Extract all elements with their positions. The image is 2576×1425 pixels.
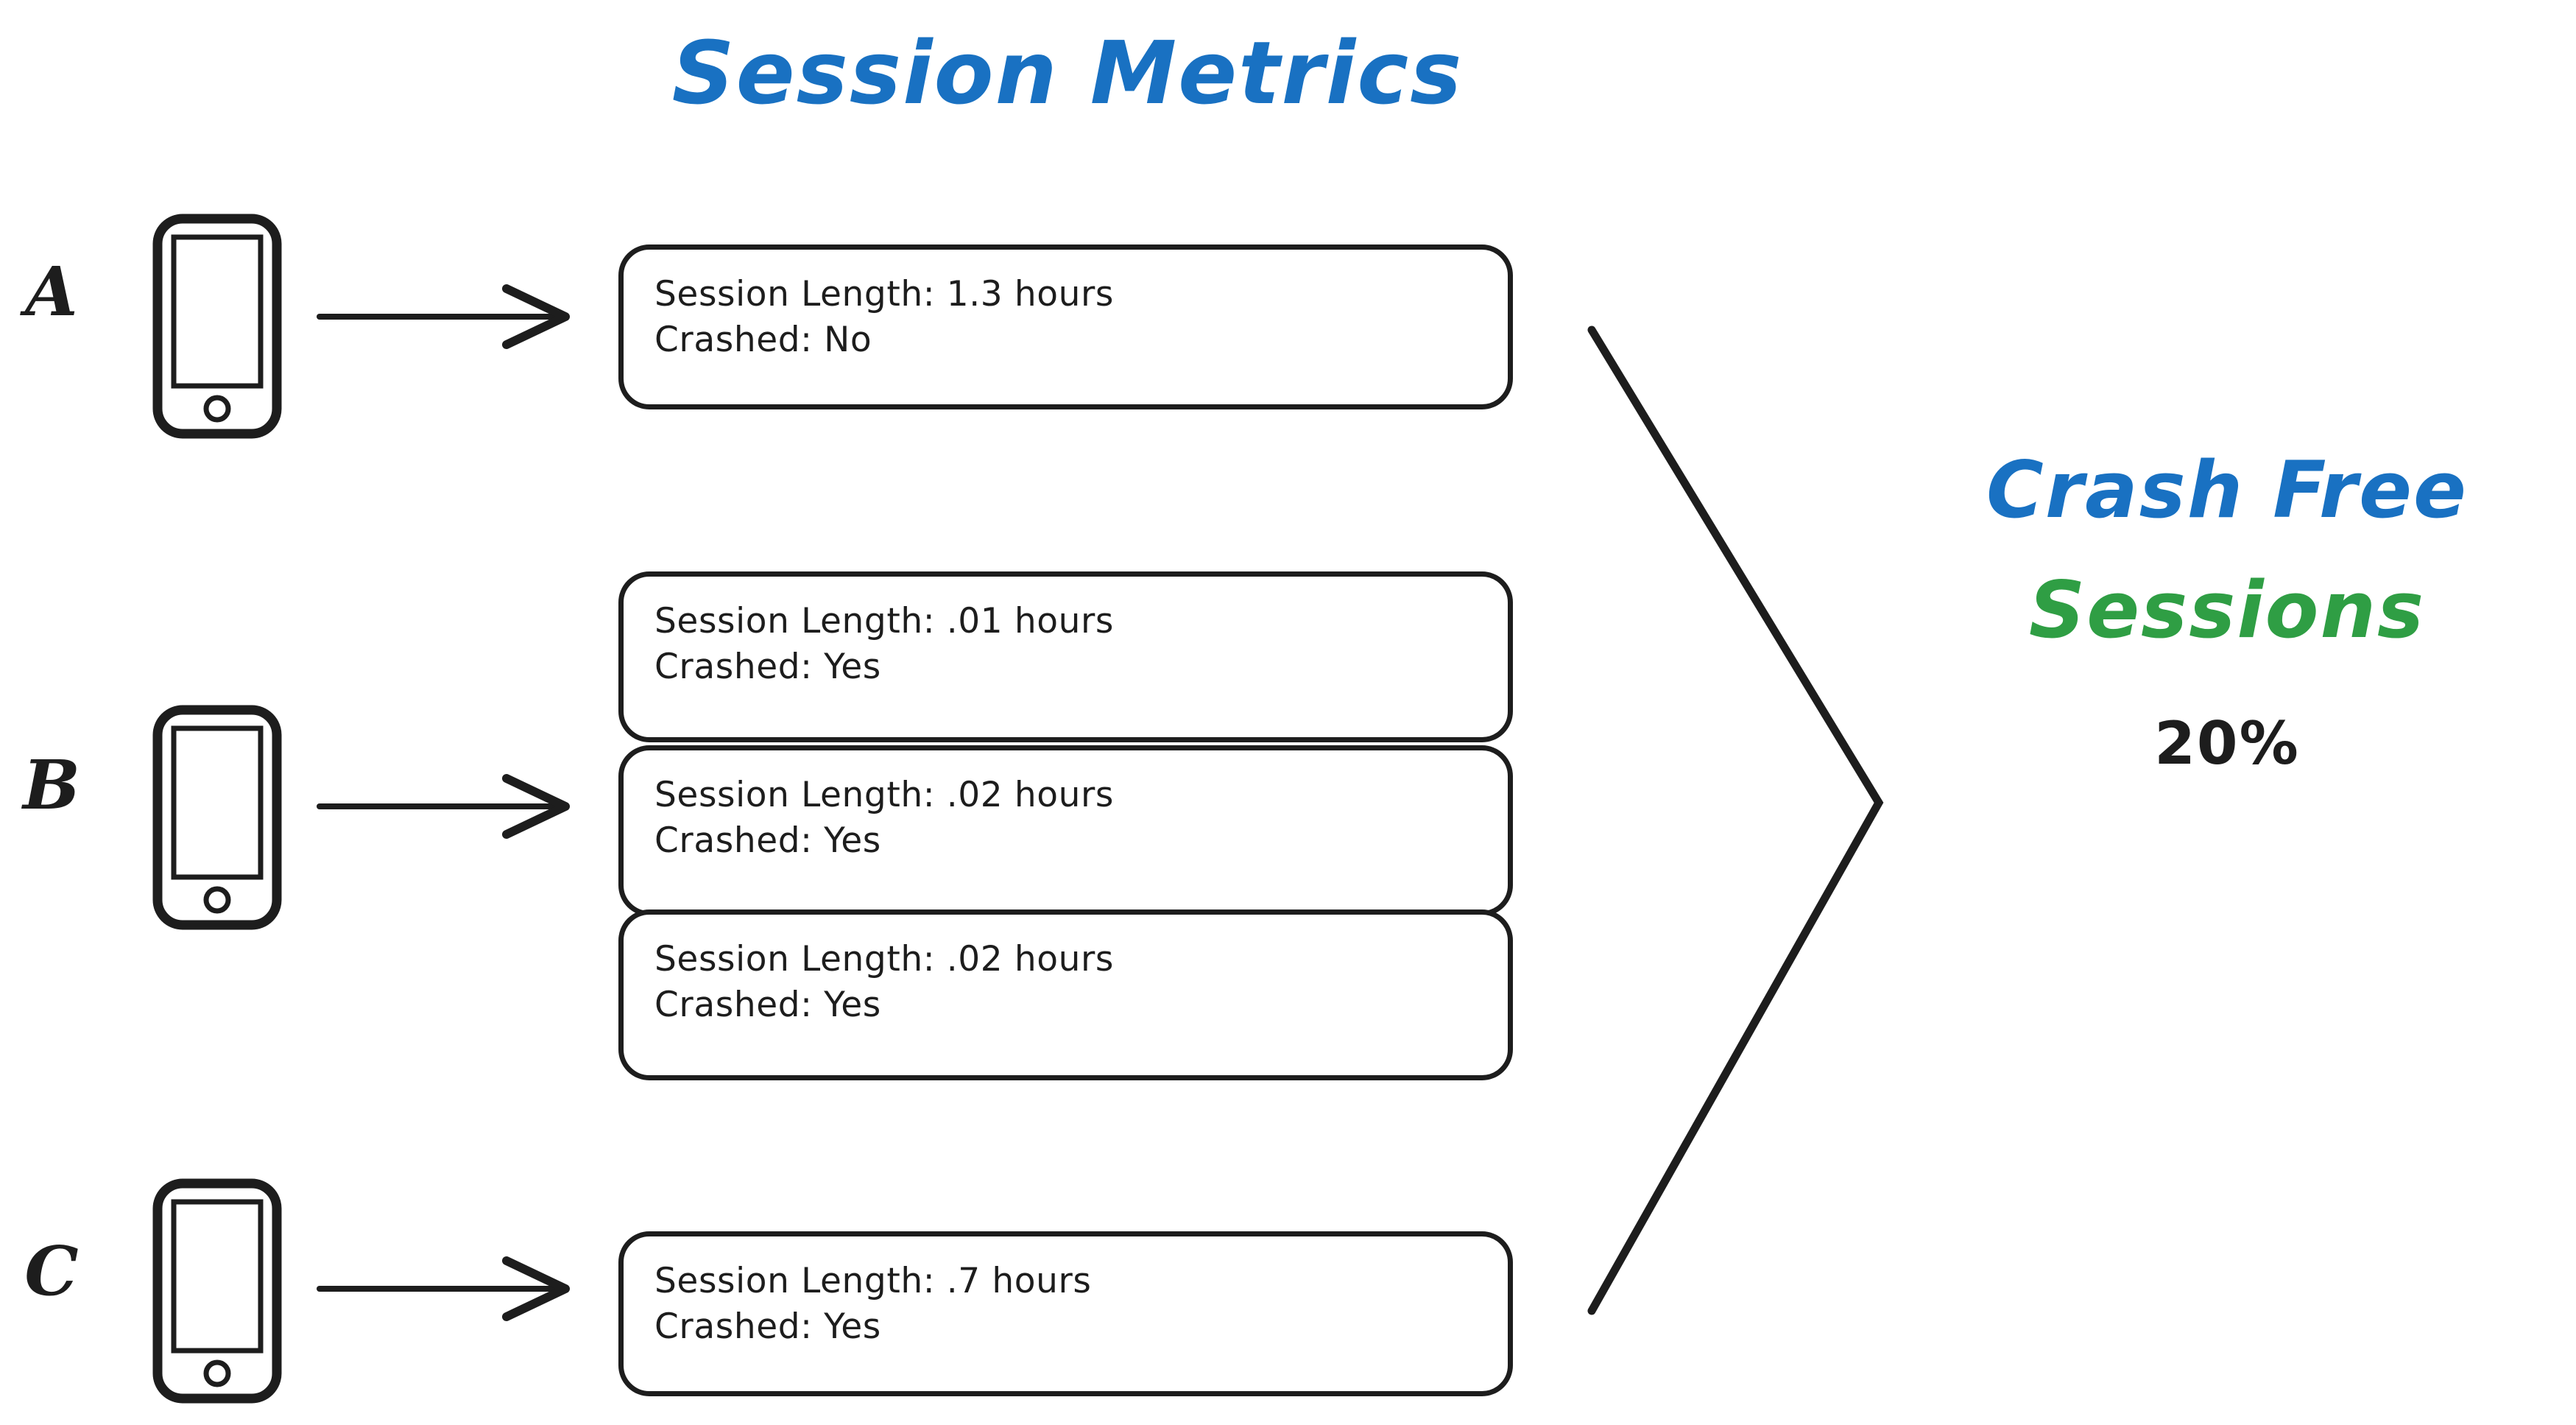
session-card[interactable]: Session Length: .02 hours Crashed: Yes: [618, 745, 1513, 916]
result-title-line-1: Crash Free: [1986, 445, 2468, 535]
session-length-text: Session Length: .7 hours: [654, 1261, 1092, 1301]
session-card[interactable]: Session Length: .02 hours Crashed: Yes: [618, 909, 1513, 1080]
device-label-b: B: [23, 745, 80, 825]
session-crashed-text: Crashed: Yes: [654, 1306, 881, 1348]
session-length-text: Session Length: .02 hours: [654, 939, 1114, 979]
page-title: Session Metrics: [671, 22, 1464, 124]
session-length-text: Session Length: 1.3 hours: [654, 274, 1114, 314]
crash-free-sessions-value: 20%: [2154, 708, 2300, 778]
aggregation-bracket: [1575, 317, 1907, 1333]
session-crashed-text: Crashed: Yes: [654, 820, 881, 862]
session-crashed-text: Crashed: Yes: [654, 985, 881, 1026]
session-length-text: Session Length: .02 hours: [654, 775, 1114, 815]
mobile-phone-icon: [151, 703, 283, 932]
device-label-a: A: [25, 252, 78, 331]
session-crashed-text: Crashed: Yes: [654, 647, 881, 688]
session-card[interactable]: Session Length: .01 hours Crashed: Yes: [618, 571, 1513, 742]
result-title-line-2: Sessions: [2028, 565, 2426, 656]
arrow-right-icon: [317, 1252, 571, 1326]
arrow-right-icon: [317, 280, 571, 353]
arrow-right-icon: [317, 770, 571, 843]
mobile-phone-icon: [151, 212, 283, 440]
session-card[interactable]: Session Length: 1.3 hours Crashed: No: [618, 244, 1513, 409]
session-card[interactable]: Session Length: .7 hours Crashed: Yes: [618, 1231, 1513, 1396]
session-length-text: Session Length: .01 hours: [654, 601, 1114, 641]
mobile-phone-icon: [151, 1177, 283, 1405]
result-block: Crash Free Sessions 20%: [1885, 449, 2569, 778]
device-label-c: C: [24, 1231, 79, 1311]
session-crashed-text: Crashed: No: [654, 320, 872, 361]
